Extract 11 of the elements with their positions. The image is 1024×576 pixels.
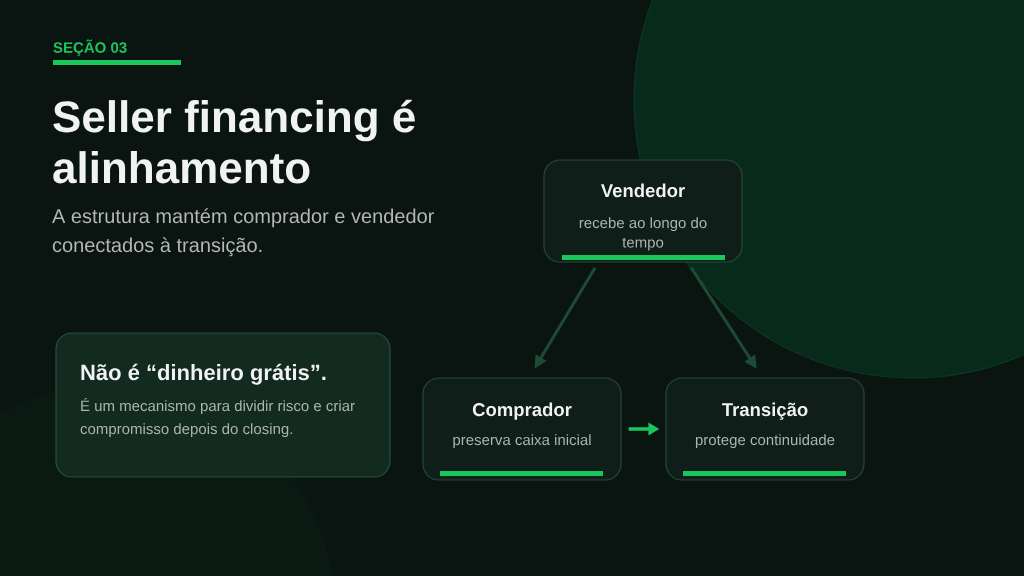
card-text: preserva caixa inicial xyxy=(453,434,591,449)
section-label: SEÇÃO 03 xyxy=(53,39,127,56)
card-heading: Vendedor xyxy=(600,183,685,198)
card-heading: Transição xyxy=(722,402,808,420)
card-text: protege continuidade xyxy=(695,434,835,449)
title: Seller financing é alinhamento xyxy=(53,99,415,184)
card-heading: Não é “dinheiro grátis”. xyxy=(81,363,326,385)
subtitle: A estrutura mantém comprador e vendedor conectados à transição. xyxy=(52,208,434,257)
card-text: É um mecanismo para dividir risco e criar compromisso depois do closing. xyxy=(80,398,355,438)
card-text: recebe ao longo do tempo xyxy=(579,217,707,251)
card-heading: Comprador xyxy=(472,402,572,420)
